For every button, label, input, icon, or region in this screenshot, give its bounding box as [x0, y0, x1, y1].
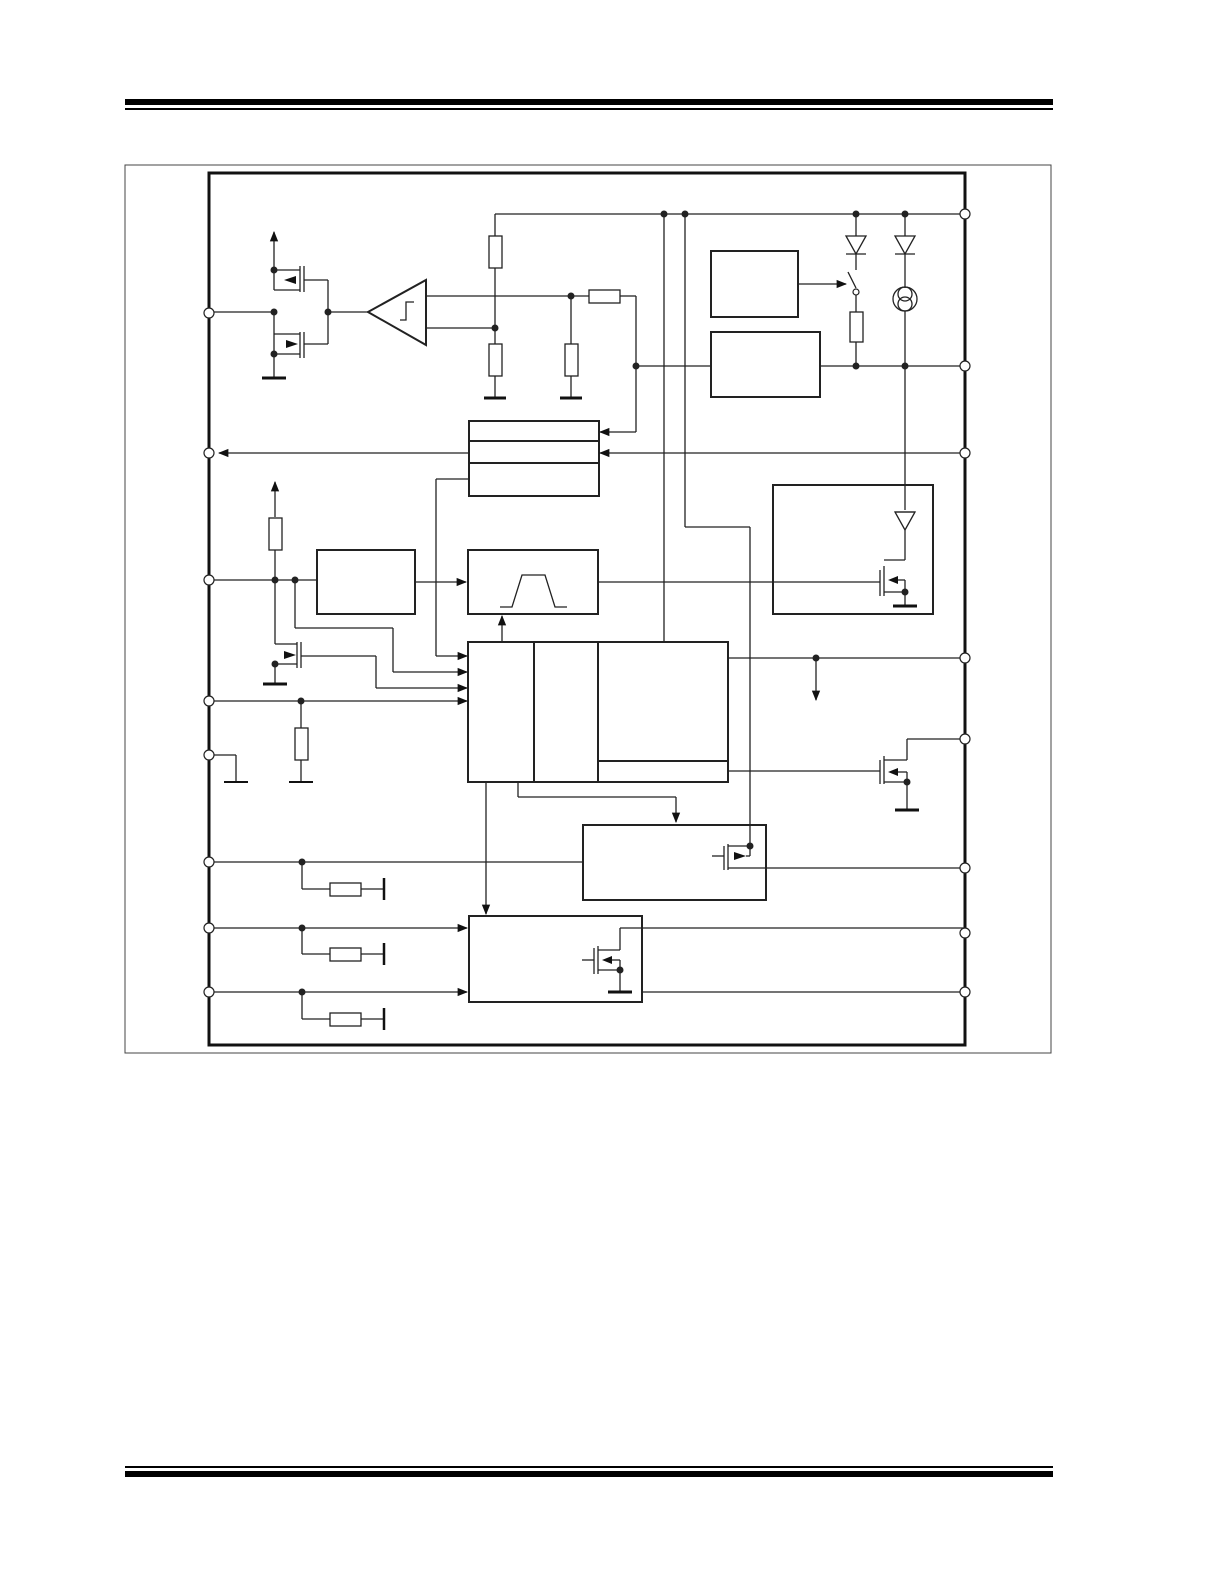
block-b [710, 331, 821, 398]
logic-block [467, 641, 965, 916]
schmitt-trigger [365, 278, 427, 347]
lower-block-1 [209, 824, 965, 901]
input-stage [209, 230, 589, 380]
footer-rule-thin [125, 1466, 1053, 1468]
header-rule-thick [125, 99, 1053, 105]
chip-outline [207, 171, 967, 1047]
block-a [710, 250, 799, 318]
output-driver-block [599, 484, 934, 615]
top-right-section [663, 214, 965, 846]
header-rule-thin [125, 108, 1053, 110]
register-block [217, 420, 965, 661]
right-pins [959, 208, 971, 998]
figure-frame [124, 164, 1052, 1054]
mid-input-stage [209, 480, 599, 783]
left-pins [203, 307, 215, 998]
footer-rule-thick [125, 1471, 1053, 1477]
top-rail [484, 210, 965, 437]
lower-block-2 [209, 915, 965, 1030]
